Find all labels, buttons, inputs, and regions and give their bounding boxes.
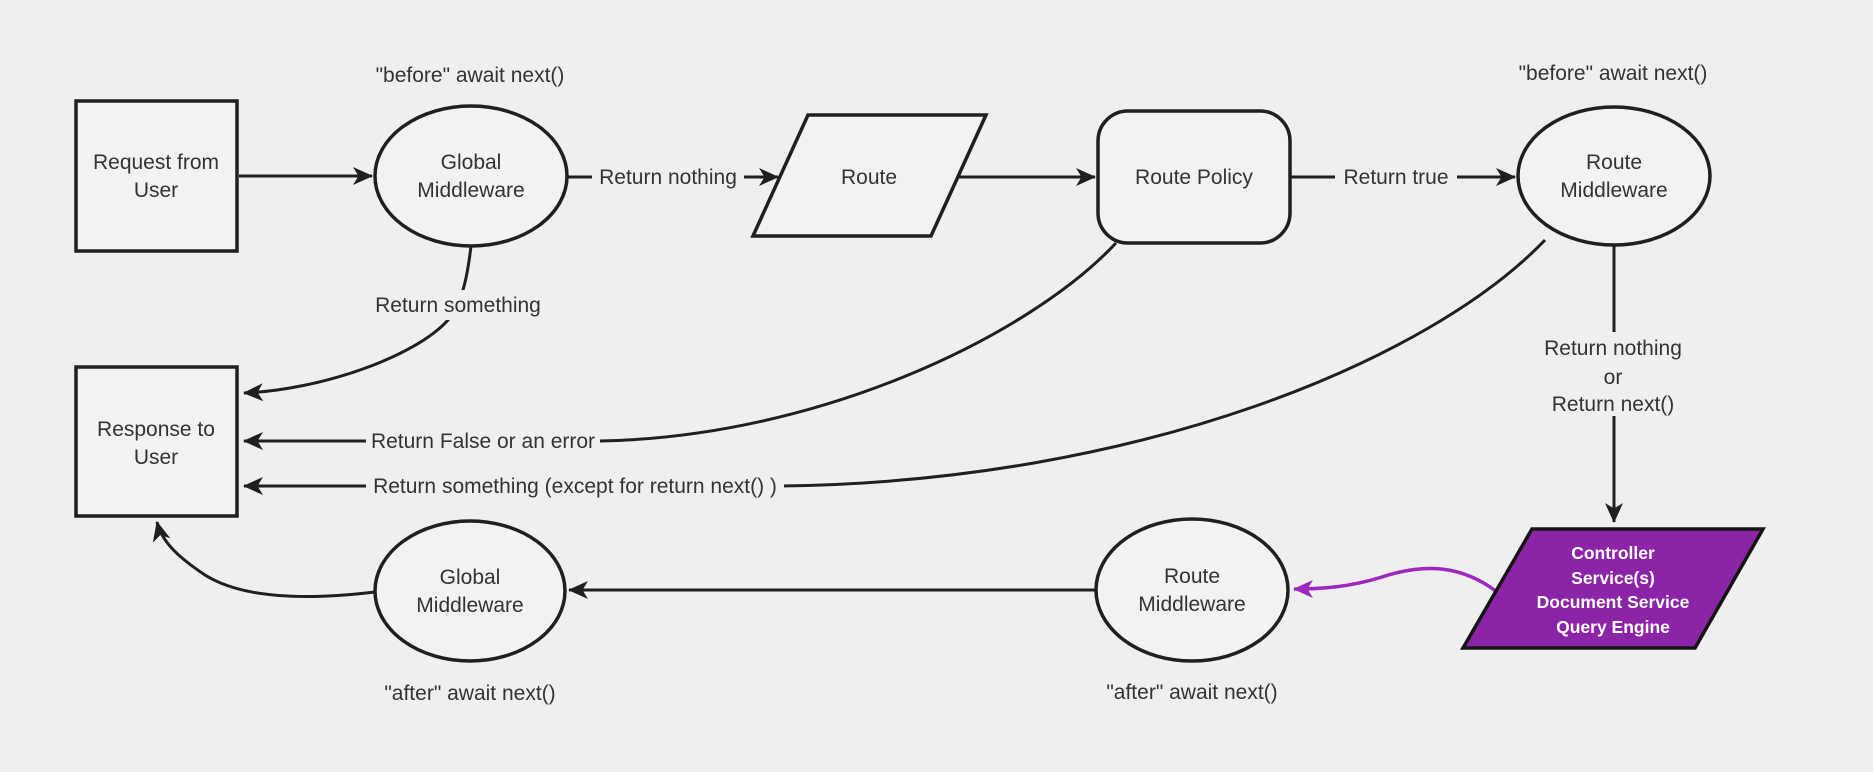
global-middleware-after-node: Global Middleware (373, 519, 567, 663)
route-policy-node: Route Policy (1096, 109, 1292, 245)
edge-label-return-true: Return true (1335, 162, 1457, 192)
svg-text:Return something (except for r: Return something (except for return next… (373, 475, 777, 498)
edge-label-return-false: Return False or an error (366, 426, 600, 456)
svg-text:Service(s): Service(s) (1571, 568, 1655, 588)
svg-text:Route: Route (841, 166, 897, 189)
edge-label-return-nothing-or-next: Return nothing or Return next() (1536, 332, 1690, 416)
svg-text:Return next(): Return next() (1552, 393, 1675, 416)
route-middleware-before-node: Route Middleware (1516, 105, 1712, 247)
route-middleware-after-node: Route Middleware (1094, 517, 1290, 663)
svg-text:Middleware: Middleware (1560, 179, 1667, 202)
svg-text:Route: Route (1586, 151, 1642, 174)
after-await-next-label-right: "after" await next() (1106, 681, 1277, 704)
svg-text:or: or (1604, 366, 1623, 389)
svg-text:Route: Route (1164, 565, 1220, 588)
svg-text:Middleware: Middleware (1138, 593, 1245, 616)
edge-label-return-nothing: Return nothing (592, 162, 744, 192)
svg-text:Global: Global (440, 566, 501, 589)
svg-text:Return nothing: Return nothing (599, 166, 737, 189)
edge-controller-to-route-middleware-after (1293, 566, 1499, 598)
edge-label-return-something: Return something (366, 290, 550, 320)
svg-text:Middleware: Middleware (416, 594, 523, 617)
route-node: Route (750, 113, 989, 238)
svg-text:Query Engine: Query Engine (1556, 617, 1670, 637)
edge-global-middleware-to-response (243, 245, 473, 402)
response-to-user-node: Response to User (74, 365, 239, 518)
svg-text:User: User (134, 446, 178, 469)
before-await-next-label-right: "before" await next() (1519, 62, 1708, 85)
svg-text:Document Service: Document Service (1537, 592, 1690, 612)
edge-global-middleware-after-to-response (152, 521, 376, 598)
global-middleware-before-node: Global Middleware (373, 104, 569, 248)
svg-text:User: User (134, 179, 178, 202)
edge-route-policy-to-response (243, 241, 1118, 450)
edge-label-return-something-except: Return something (except for return next… (366, 471, 784, 501)
svg-text:Return true: Return true (1343, 166, 1448, 189)
edge-route-middleware-to-response (243, 238, 1547, 495)
svg-text:Response to: Response to (97, 418, 215, 441)
controller-services-node: Controller Service(s) Document Service Q… (1459, 527, 1767, 650)
svg-text:Request from: Request from (93, 151, 219, 174)
svg-text:Route Policy: Route Policy (1135, 166, 1253, 189)
svg-text:Return nothing: Return nothing (1544, 337, 1682, 360)
before-await-next-label-left: "before" await next() (376, 64, 565, 87)
svg-text:Return something: Return something (375, 294, 541, 317)
svg-text:Middleware: Middleware (417, 179, 524, 202)
svg-text:Return False or an error: Return False or an error (371, 430, 595, 453)
svg-text:Global: Global (441, 151, 502, 174)
request-from-user-node: Request from User (74, 99, 239, 253)
svg-text:Controller: Controller (1571, 543, 1655, 563)
after-await-next-label-left: "after" await next() (384, 682, 555, 705)
